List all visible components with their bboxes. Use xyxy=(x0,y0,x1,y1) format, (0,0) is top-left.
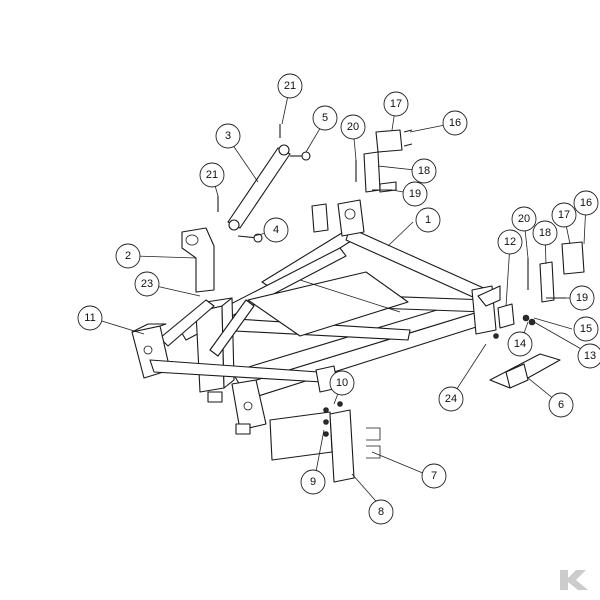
svg-text:19: 19 xyxy=(576,292,588,304)
svg-text:16: 16 xyxy=(449,117,461,129)
callout-8: 8 xyxy=(368,499,394,525)
svg-text:18: 18 xyxy=(539,227,551,239)
part-18-bracket-left xyxy=(363,151,397,193)
svg-text:19: 19 xyxy=(409,188,421,200)
part-17-plate-right xyxy=(561,241,585,275)
svg-text:13: 13 xyxy=(584,350,596,362)
svg-text:7: 7 xyxy=(431,470,437,482)
callout-24: 24 xyxy=(438,386,464,412)
svg-text:4: 4 xyxy=(273,224,279,236)
callout-7: 7 xyxy=(421,463,447,489)
callout-11: 11 xyxy=(77,305,103,331)
callout-13: 13 xyxy=(577,343,600,369)
part-2-bracket xyxy=(181,227,215,293)
svg-text:6: 6 xyxy=(558,399,564,411)
svg-text:9: 9 xyxy=(310,476,316,488)
part-17-plate-left xyxy=(375,129,403,153)
svg-text:21: 21 xyxy=(206,169,218,181)
svg-text:24: 24 xyxy=(445,393,457,405)
svg-text:11: 11 xyxy=(84,312,95,324)
svg-text:1: 1 xyxy=(425,214,431,226)
callout-21-top: 21 xyxy=(277,73,303,99)
callout-3: 3 xyxy=(215,123,241,149)
part-7-clamp xyxy=(269,411,381,461)
callout-10: 10 xyxy=(329,370,355,396)
part-14-15-hardware xyxy=(493,314,536,339)
callout-1: 1 xyxy=(415,207,441,233)
svg-text:23: 23 xyxy=(141,278,153,290)
part-8-plate xyxy=(329,409,355,483)
callout-15: 15 xyxy=(573,316,599,342)
callout-6: 6 xyxy=(548,392,574,418)
part-3-hydraulic-cylinder xyxy=(227,144,291,231)
svg-text:10: 10 xyxy=(336,377,348,389)
callout-21-lower: 21 xyxy=(199,162,225,188)
part-6-skid xyxy=(489,353,561,389)
svg-text:21: 21 xyxy=(284,80,296,92)
callout-18-right: 18 xyxy=(532,220,558,246)
callout-5: 5 xyxy=(312,105,338,131)
svg-text:3: 3 xyxy=(225,130,231,142)
svg-text:17: 17 xyxy=(390,98,402,110)
callout-20-right: 20 xyxy=(511,206,537,232)
callout-17-right: 17 xyxy=(551,202,577,228)
svg-text:2: 2 xyxy=(125,250,131,262)
part-12-plate xyxy=(497,303,515,329)
svg-text:15: 15 xyxy=(580,323,592,335)
callout-16-left: 16 xyxy=(442,110,468,136)
callout-19-left: 19 xyxy=(402,181,428,207)
svg-text:12: 12 xyxy=(504,236,516,248)
callout-20-left: 20 xyxy=(340,114,366,140)
svg-text:16: 16 xyxy=(580,197,592,209)
svg-text:14: 14 xyxy=(514,338,526,350)
callout-12: 12 xyxy=(497,229,523,255)
svg-text:8: 8 xyxy=(378,506,384,518)
callouts: 1 2 3 4 5 6 7 8 9 10 11 12 13 14 15 16 1… xyxy=(77,73,600,525)
part-16-bolt-left xyxy=(403,129,413,147)
callout-14: 14 xyxy=(507,331,533,357)
callout-18-left: 18 xyxy=(411,158,437,184)
svg-text:20: 20 xyxy=(347,121,359,133)
part-5-pin xyxy=(290,151,311,161)
brand-logo-icon xyxy=(560,570,588,590)
svg-text:5: 5 xyxy=(322,112,328,124)
callout-16-right: 16 xyxy=(573,190,599,216)
svg-text:17: 17 xyxy=(558,209,570,221)
svg-text:20: 20 xyxy=(518,213,530,225)
callout-9: 9 xyxy=(300,469,326,495)
callout-4: 4 xyxy=(263,217,289,243)
part-4-pin xyxy=(237,233,263,243)
main-frame xyxy=(131,199,501,435)
callout-19-right: 19 xyxy=(569,285,595,311)
svg-text:18: 18 xyxy=(418,165,430,177)
callout-17-left: 17 xyxy=(383,91,409,117)
part-18-bracket-right xyxy=(539,261,555,303)
callout-2: 2 xyxy=(115,243,141,269)
callout-23: 23 xyxy=(134,271,160,297)
